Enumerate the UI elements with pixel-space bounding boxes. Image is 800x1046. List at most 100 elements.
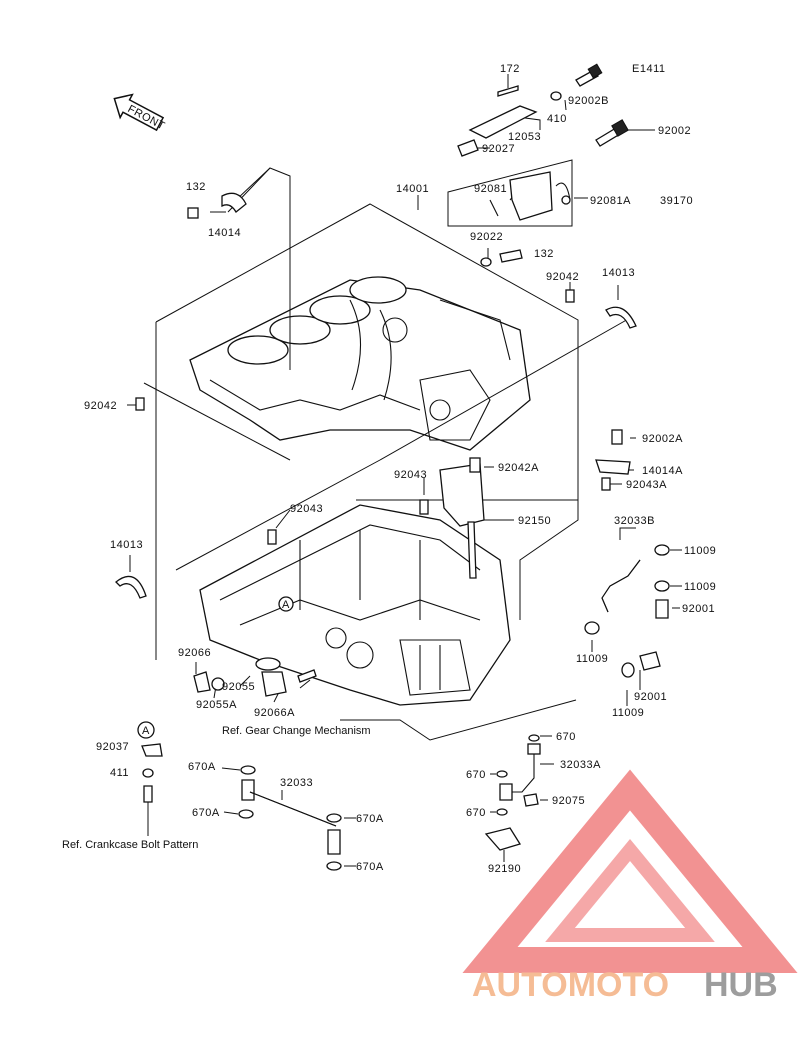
label-32033a: 32033A xyxy=(560,759,601,771)
ref-crankcase-bolt: Ref. Crankcase Bolt Pattern xyxy=(62,839,198,851)
washer-92022-icon xyxy=(480,257,492,267)
label-12053: 12053 xyxy=(508,131,541,143)
label-92043a: 92043A xyxy=(626,479,667,491)
label-92066a: 92066A xyxy=(254,707,295,719)
washer-11009d-icon xyxy=(621,662,635,678)
label-92027: 92027 xyxy=(482,143,515,155)
label-11009-c: 11009 xyxy=(576,653,608,665)
label-92002a: 92002A xyxy=(642,433,683,445)
label-132-right: 132 xyxy=(534,248,554,260)
cap-14014-icon xyxy=(221,192,247,213)
dowel-92043a-icon xyxy=(601,477,611,491)
bolt-92002-icon xyxy=(595,119,629,147)
label-92190: 92190 xyxy=(488,863,521,875)
label-14013-top: 14013 xyxy=(602,267,635,279)
label-92042a: 92042A xyxy=(498,462,539,474)
watermark-text-part1: AUTOMOTO xyxy=(472,966,669,1004)
label-39170: 39170 xyxy=(660,195,693,207)
label-92001-a: 92001 xyxy=(682,603,715,615)
label-11009-d: 11009 xyxy=(612,707,644,719)
label-14014a: 14014A xyxy=(642,465,683,477)
guide-12053-icon xyxy=(468,105,538,139)
bolt-132-right-icon xyxy=(499,249,523,263)
label-92002: 92002 xyxy=(658,125,691,137)
bolt-92075-icon xyxy=(523,793,539,807)
plate-14014a-icon xyxy=(595,459,631,475)
washer-11009b-icon xyxy=(654,580,670,592)
dowel-92042-icon xyxy=(565,289,575,303)
part-92027-icon xyxy=(457,139,479,157)
label-14014: 14014 xyxy=(208,227,241,239)
upper-crankcase xyxy=(189,276,531,451)
marker-a-circle-2 xyxy=(137,721,155,739)
washer-11009a-icon xyxy=(654,544,670,556)
label-670-b: 670 xyxy=(466,769,486,781)
marker-a-circle-1 xyxy=(278,596,294,612)
label-11009-a: 11009 xyxy=(684,545,716,557)
label-92043-mid: 92043 xyxy=(394,469,427,481)
washer-11009c-icon xyxy=(584,621,600,635)
pin-gear-icon xyxy=(297,669,317,683)
oring-92055a-icon xyxy=(211,677,225,691)
plug-92066a-icon xyxy=(261,671,287,697)
bearing-cap-icon xyxy=(439,463,485,527)
oring-670a-4-icon xyxy=(326,861,342,871)
label-92037: 92037 xyxy=(96,741,129,753)
label-670a-1: 670A xyxy=(188,761,216,773)
part-92190-icon xyxy=(484,827,522,851)
washer-410-icon xyxy=(550,91,562,101)
lower-crankcase xyxy=(199,504,511,706)
small-parts xyxy=(115,63,670,871)
dowel-92043-icon xyxy=(419,499,429,515)
oring-670-a-icon xyxy=(528,734,540,742)
label-670a-3: 670A xyxy=(356,813,384,825)
label-14001: 14001 xyxy=(396,183,429,195)
watermark-text-part2: HUB xyxy=(704,966,778,1004)
dowel-92042-left-icon xyxy=(135,397,145,411)
label-670-c: 670 xyxy=(466,807,486,819)
label-92150: 92150 xyxy=(518,515,551,527)
label-marker-a-1: A xyxy=(282,599,290,611)
label-92081: 92081 xyxy=(474,183,507,195)
label-14013-lower: 14013 xyxy=(110,539,143,551)
oring-670a-3-icon xyxy=(326,813,342,823)
part-labels: 172 92002B 410 12053 92027 92002 92081 9… xyxy=(62,63,716,875)
plug-92066-icon xyxy=(193,671,211,693)
watermark-triangle-icon xyxy=(462,769,798,973)
bolt-92002b-icon xyxy=(575,63,603,87)
label-32033: 32033 xyxy=(280,777,313,789)
washer-411-icon xyxy=(142,768,154,778)
label-92066: 92066 xyxy=(178,647,211,659)
label-670-a: 670 xyxy=(556,731,576,743)
bolt-92001b-icon xyxy=(639,651,661,671)
label-670a-2: 670A xyxy=(192,807,220,819)
label-11009-b: 11009 xyxy=(684,581,716,593)
seal-14013-top-icon xyxy=(605,306,637,329)
label-marker-a-2: A xyxy=(142,725,150,737)
upper-case-box xyxy=(155,203,579,501)
bracket-39170-icon xyxy=(509,171,553,221)
bolt-crankcase-icon xyxy=(143,785,153,803)
label-92081a: 92081A xyxy=(590,195,631,207)
clamp-92037-icon xyxy=(141,743,163,757)
leader-lines xyxy=(127,74,682,741)
bolt-92001a-icon xyxy=(655,599,669,619)
dowel-92042a-icon xyxy=(469,457,481,473)
oring-670a-2-icon xyxy=(238,809,254,819)
label-670a-4: 670A xyxy=(356,861,384,873)
label-92075: 92075 xyxy=(552,795,585,807)
diagram-id: E1411 xyxy=(632,63,666,75)
pin-172-icon xyxy=(497,85,519,97)
bolt-132-left-icon xyxy=(187,207,199,219)
dowel-92043-left-icon xyxy=(267,529,277,545)
label-132-left: 132 xyxy=(186,181,206,193)
label-92055: 92055 xyxy=(222,681,255,693)
label-92042-top: 92042 xyxy=(546,271,579,283)
oring-670-b-icon xyxy=(496,770,508,778)
seal-14013-lower-icon xyxy=(115,575,147,599)
label-172: 172 xyxy=(500,63,520,75)
label-92002b: 92002B xyxy=(568,95,609,107)
label-92042-left: 92042 xyxy=(84,400,117,412)
label-92055a: 92055A xyxy=(196,699,237,711)
